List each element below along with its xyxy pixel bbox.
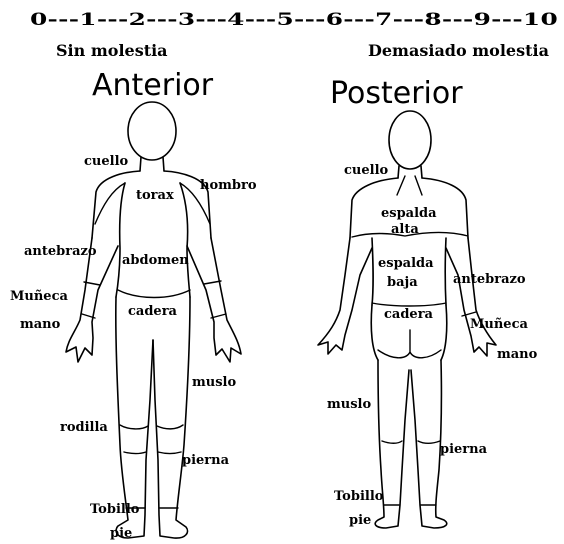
- label-posterior-cuello: cuello: [344, 163, 389, 178]
- posterior-waist-line: [372, 303, 446, 306]
- label-anterior-cuello: cuello: [84, 154, 129, 169]
- anterior-right-arm: [187, 238, 241, 362]
- label-anterior-tobillo: Tobillo: [90, 502, 140, 517]
- label-posterior-espalda-baja-1: espalda: [378, 256, 434, 271]
- label-anterior-rodilla: rodilla: [60, 420, 108, 435]
- label-posterior-mano: mano: [497, 347, 538, 362]
- anterior-title: Anterior: [92, 68, 214, 103]
- label-posterior-antebrazo: antebrazo: [453, 272, 526, 287]
- posterior-torso: [372, 238, 446, 305]
- posterior-buttocks-lines: [378, 330, 441, 358]
- posterior-title: Posterior: [330, 76, 463, 111]
- label-anterior-muslo: muslo: [192, 375, 236, 390]
- scale-high-label: Demasiado molestia: [368, 41, 549, 60]
- label-anterior-antebrazo: antebrazo: [24, 244, 97, 259]
- label-anterior-pie: pie: [110, 526, 132, 541]
- label-posterior-muslo: muslo: [327, 397, 371, 412]
- label-anterior-muneca: Muñeca: [10, 289, 68, 304]
- label-posterior-espalda-baja-2: baja: [387, 275, 418, 290]
- label-anterior-hombro: hombro: [200, 178, 257, 193]
- anterior-knee-lines: [120, 425, 183, 454]
- anterior-figure: Anterior cuello torax hombro antebrazo a…: [10, 68, 257, 541]
- label-posterior-pierna: pierna: [440, 442, 488, 457]
- posterior-collar-seams: [397, 176, 422, 195]
- anterior-head: [128, 102, 176, 160]
- label-posterior-tobillo: Tobillo: [334, 489, 384, 504]
- scale-low-label: Sin molestia: [56, 41, 168, 60]
- label-anterior-cadera: cadera: [128, 304, 178, 319]
- anterior-shoulders: [92, 171, 211, 238]
- posterior-calf-lines: [382, 441, 440, 443]
- label-posterior-cadera: cadera: [384, 307, 434, 322]
- anterior-right-leg: [153, 297, 190, 538]
- pain-scale: 0---1---2---3---4---5---6---7---8---9---…: [30, 10, 558, 60]
- label-anterior-torax: torax: [136, 188, 174, 203]
- label-posterior-espalda-alta-2: alta: [391, 222, 419, 237]
- posterior-neck: [398, 166, 422, 178]
- label-posterior-muneca: Muñeca: [470, 317, 528, 332]
- posterior-head: [389, 111, 431, 169]
- label-posterior-pie: pie: [349, 513, 371, 528]
- posterior-figure: Posterior cuello espalda alta espalda ba…: [318, 76, 538, 528]
- label-anterior-pierna: pierna: [182, 453, 230, 468]
- anterior-hip-line: [118, 290, 190, 298]
- label-anterior-mano: mano: [20, 317, 61, 332]
- pain-scale-numbers: 0---1---2---3---4---5---6---7---8---9---…: [30, 10, 558, 30]
- label-anterior-abdomen: abdomen: [122, 253, 189, 268]
- label-posterior-espalda-alta-1: espalda: [381, 206, 437, 221]
- posterior-left-arm: [318, 238, 372, 354]
- posterior-right-arm: [446, 238, 496, 356]
